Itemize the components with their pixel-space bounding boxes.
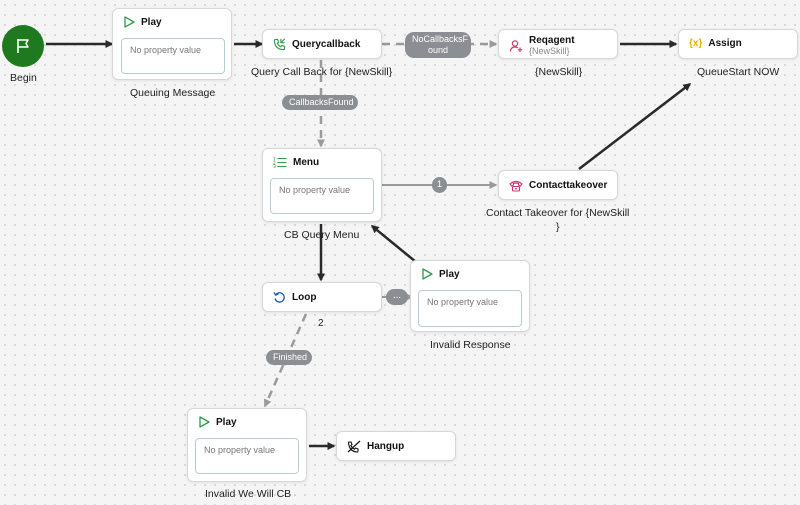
loop-icon	[273, 291, 286, 304]
flag-icon	[14, 37, 32, 55]
node-title: Menu	[293, 156, 320, 168]
property-value-box[interactable]: No property value	[418, 290, 522, 327]
phone-transfer-icon	[509, 179, 523, 192]
hangup-node[interactable]: Hangup	[336, 431, 456, 461]
node-subtitle: {NewSkill}	[529, 46, 570, 56]
node-title: Reqagent	[529, 35, 575, 46]
play-icon	[123, 16, 135, 28]
node-title: Contacttakeover	[529, 180, 608, 191]
edge-label-line: NoCallbacksF	[412, 34, 469, 44]
node-title: Querycallback	[292, 39, 361, 50]
edge-label-callbacks-found[interactable]: CallbacksFound	[282, 95, 358, 110]
svg-text:3: 3	[273, 164, 276, 168]
loop-count: 2	[318, 318, 324, 329]
querycallback-node[interactable]: Querycallback	[262, 29, 382, 59]
node-caption: Invalid Response	[430, 339, 511, 351]
node-title: Play	[141, 16, 162, 28]
user-add-icon	[509, 39, 523, 53]
svg-text:1: 1	[273, 157, 276, 163]
begin-label: Begin	[10, 72, 37, 84]
hangup-icon	[347, 440, 361, 453]
phone-callback-icon	[273, 38, 286, 51]
play-icon	[421, 268, 433, 280]
node-caption: {NewSkill}	[535, 66, 583, 78]
node-caption: Invalid We Will CB	[205, 488, 292, 500]
edge-play2-menu	[370, 225, 417, 263]
edge-label-finished[interactable]: Finished	[266, 350, 312, 365]
variable-icon: {x}	[689, 38, 703, 49]
node-title: Play	[216, 416, 237, 428]
edge-label-menu-option[interactable]: 1	[432, 177, 447, 193]
edge-label-no-callbacks-found[interactable]: NoCallbacksF ound	[405, 32, 471, 58]
edge-label-loop-more[interactable]: ...	[386, 289, 408, 305]
property-value-box[interactable]: No property value	[121, 38, 225, 74]
node-caption-continued: }	[556, 221, 560, 233]
edge-label-line: ound	[427, 45, 449, 55]
play-node-invalid-response[interactable]: Play No property value	[410, 260, 530, 332]
property-value-box[interactable]: No property value	[195, 438, 299, 474]
node-title: Hangup	[367, 441, 405, 452]
play-node-invalid-callback[interactable]: Play No property value	[187, 408, 307, 482]
node-caption: CB Query Menu	[284, 229, 360, 241]
node-caption: Contact Takeover for {NewSkill	[486, 207, 630, 219]
property-value-box[interactable]: No property value	[270, 178, 374, 214]
edge-contacttakeover-assign	[578, 83, 692, 170]
play-icon	[198, 416, 210, 428]
node-caption: Queuing Message	[130, 87, 216, 99]
reqagent-node[interactable]: Reqagent {NewSkill}	[498, 29, 618, 59]
node-caption: QueueStart NOW	[697, 66, 780, 78]
node-title: Assign	[708, 38, 742, 49]
node-title: Loop	[292, 292, 317, 303]
loop-node[interactable]: Loop	[262, 282, 382, 312]
play-node-queuing[interactable]: Play No property value	[112, 8, 232, 80]
contacttakeover-node[interactable]: Contacttakeover	[498, 170, 618, 200]
svg-text:2: 2	[273, 161, 276, 167]
node-title: Play	[439, 268, 460, 280]
node-caption: Query Call Back for {NewSkill}	[251, 66, 393, 78]
assign-node[interactable]: {x} Assign	[678, 29, 798, 59]
begin-node[interactable]	[2, 25, 44, 67]
